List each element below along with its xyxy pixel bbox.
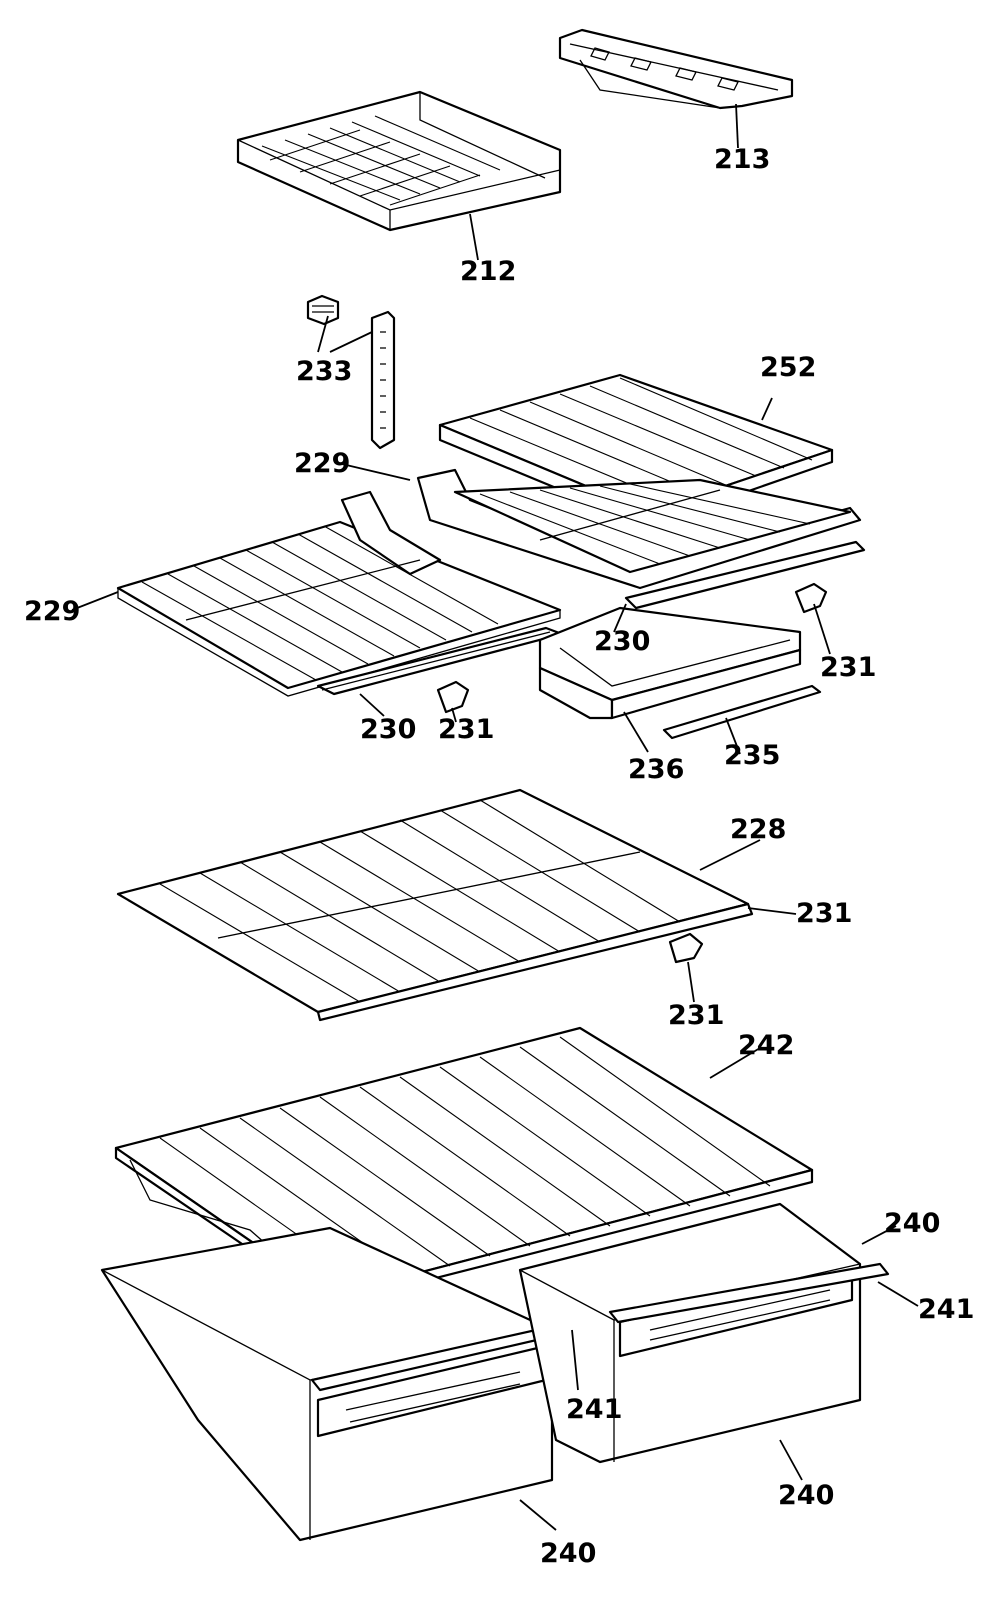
- label-233: 233: [296, 356, 352, 387]
- label-229-left: 229: [24, 596, 80, 627]
- leader-lines: [71, 103, 919, 1531]
- part-236-tray: [538, 606, 802, 720]
- part-229-right-shelf: [416, 468, 862, 590]
- label-228: 228: [730, 814, 786, 845]
- part-231-left-clip: [436, 680, 470, 714]
- label-241-right: 241: [918, 1294, 974, 1325]
- label-235: 235: [724, 740, 780, 771]
- label-240-right: 240: [778, 1480, 834, 1511]
- label-231-clip: 231: [668, 1000, 724, 1031]
- part-labels: 213 212 233 252 229 229 230 231 230 231 …: [24, 144, 974, 1569]
- label-236: 236: [628, 754, 684, 785]
- label-231-left: 231: [438, 714, 494, 745]
- label-213: 213: [714, 144, 770, 175]
- label-242: 242: [738, 1030, 794, 1061]
- part-231-lower-clip: [668, 932, 704, 964]
- label-230-left: 230: [360, 714, 416, 745]
- part-231-right-clip: [794, 582, 828, 614]
- label-212: 212: [460, 256, 516, 287]
- label-231-edge: 231: [796, 898, 852, 929]
- part-229-left-shelf: [116, 490, 562, 697]
- label-241-left: 241: [566, 1394, 622, 1425]
- part-233-rail-and-clip: [306, 294, 396, 450]
- label-230-right: 230: [594, 626, 650, 657]
- part-212-tray: [236, 90, 562, 232]
- label-229-top: 229: [294, 448, 350, 479]
- part-228-shelf: [116, 788, 754, 1022]
- part-235-bar: [662, 684, 822, 740]
- label-240-left: 240: [540, 1538, 596, 1569]
- part-213-rack-cover: [558, 28, 794, 110]
- part-241-right-handle: [608, 1262, 890, 1324]
- label-231-right: 231: [820, 652, 876, 683]
- label-252: 252: [760, 352, 816, 383]
- part-230-right-trim: [624, 540, 866, 610]
- label-240-top: 240: [884, 1208, 940, 1239]
